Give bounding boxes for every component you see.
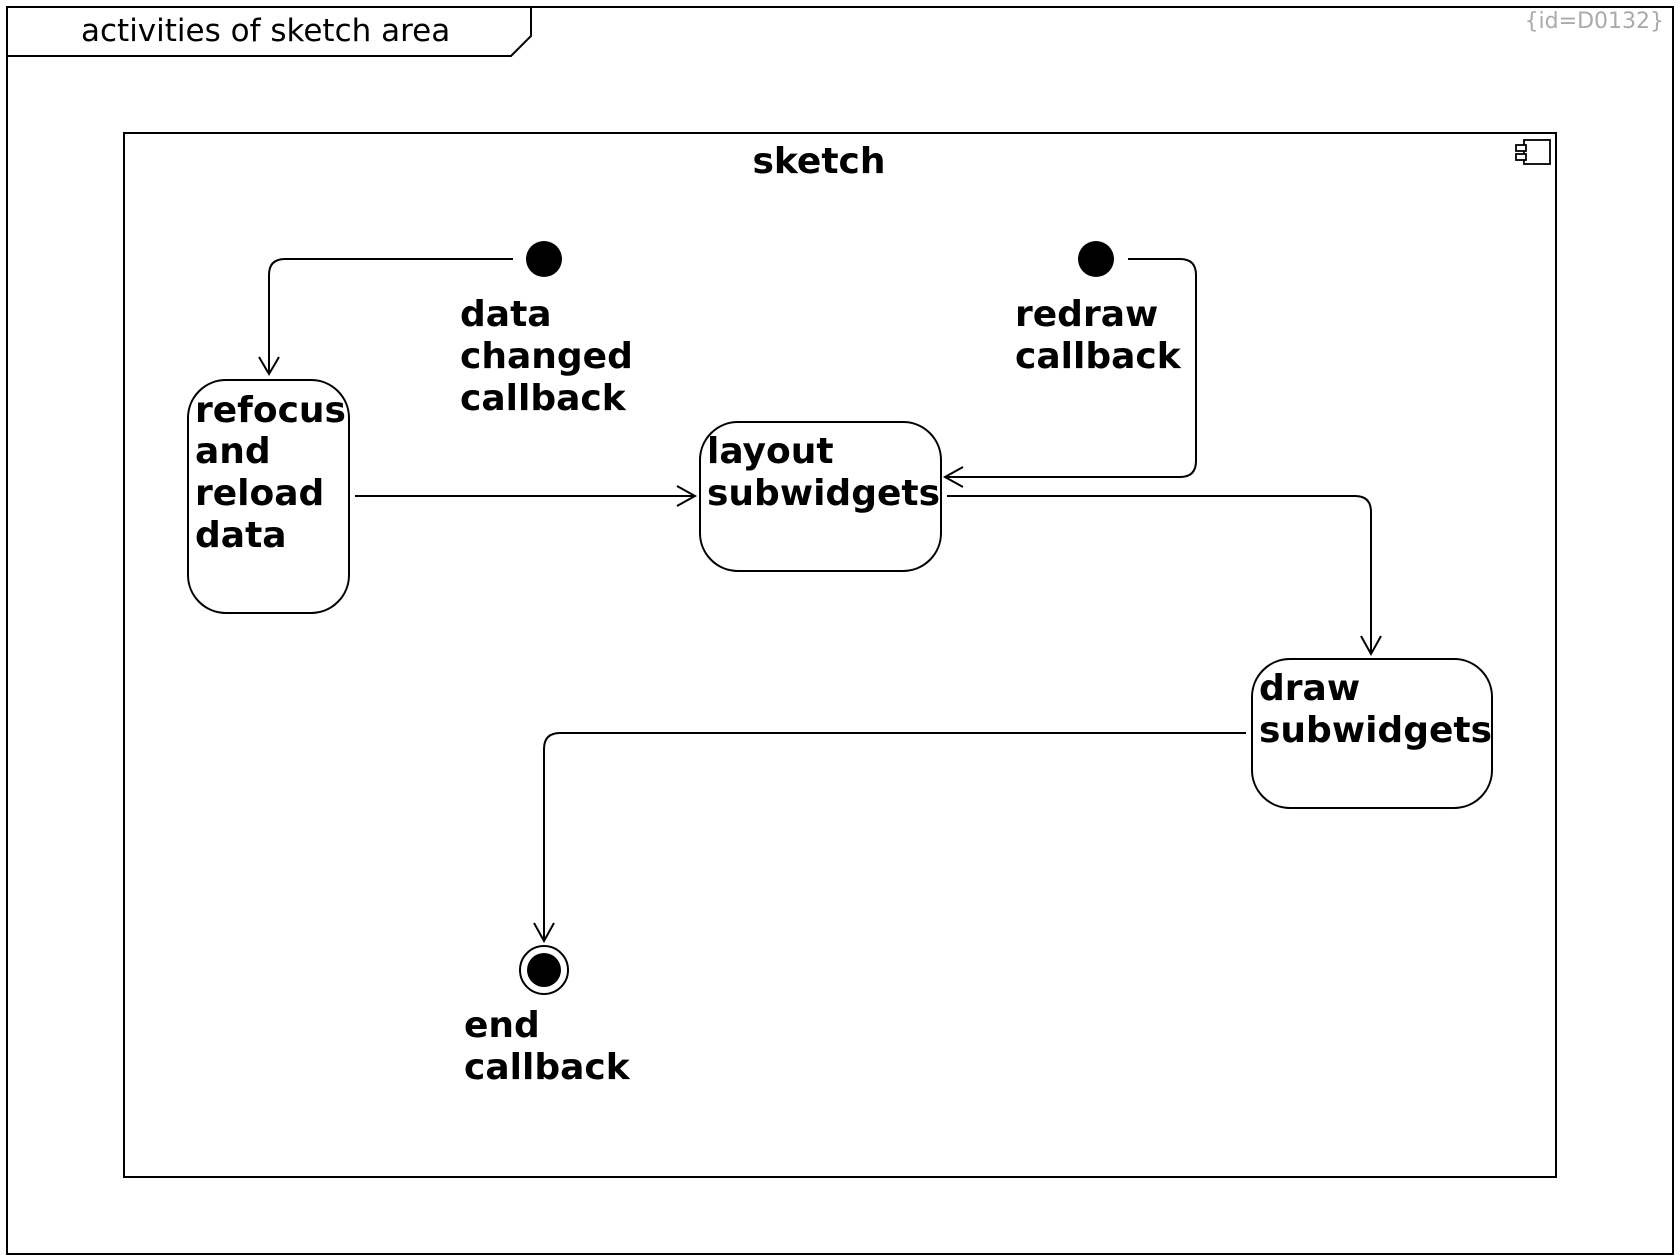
flow-draw-to-end xyxy=(533,732,1246,944)
final-node-label-end-callback: end callback xyxy=(464,1005,631,1088)
frame-title: activities of sketch area xyxy=(81,13,450,49)
initial-node-label-data-changed: data changed callback xyxy=(460,294,645,419)
action-layout-subwidgets xyxy=(699,421,942,572)
flow-layout-to-draw xyxy=(947,495,1382,657)
action-refocus-reload-data xyxy=(187,379,350,614)
component-icon xyxy=(1515,139,1551,165)
initial-node-data-changed xyxy=(526,241,562,277)
action-draw-subwidgets xyxy=(1251,658,1493,809)
flow-redraw-to-layout xyxy=(942,258,1197,488)
action-label-draw-subwidgets: draw subwidgets xyxy=(1259,668,1492,751)
action-label-refocus-reload-data: refocus and reload data xyxy=(195,390,359,556)
flow-refocus-to-layout xyxy=(355,485,698,507)
component-box xyxy=(123,132,1557,1178)
frame-title-tab xyxy=(7,7,532,57)
diagram-frame xyxy=(6,6,1674,1255)
action-label-layout-subwidgets: layout subwidgets xyxy=(707,431,940,514)
initial-node-label-redraw: redraw callback xyxy=(1015,294,1182,377)
component-title: sketch xyxy=(753,141,886,182)
diagram-id-label: {id=D0132} xyxy=(1525,9,1664,34)
flow-data-changed-to-refocus xyxy=(258,258,513,376)
initial-node-redraw xyxy=(1078,241,1114,277)
final-node-end-callback xyxy=(519,945,569,995)
